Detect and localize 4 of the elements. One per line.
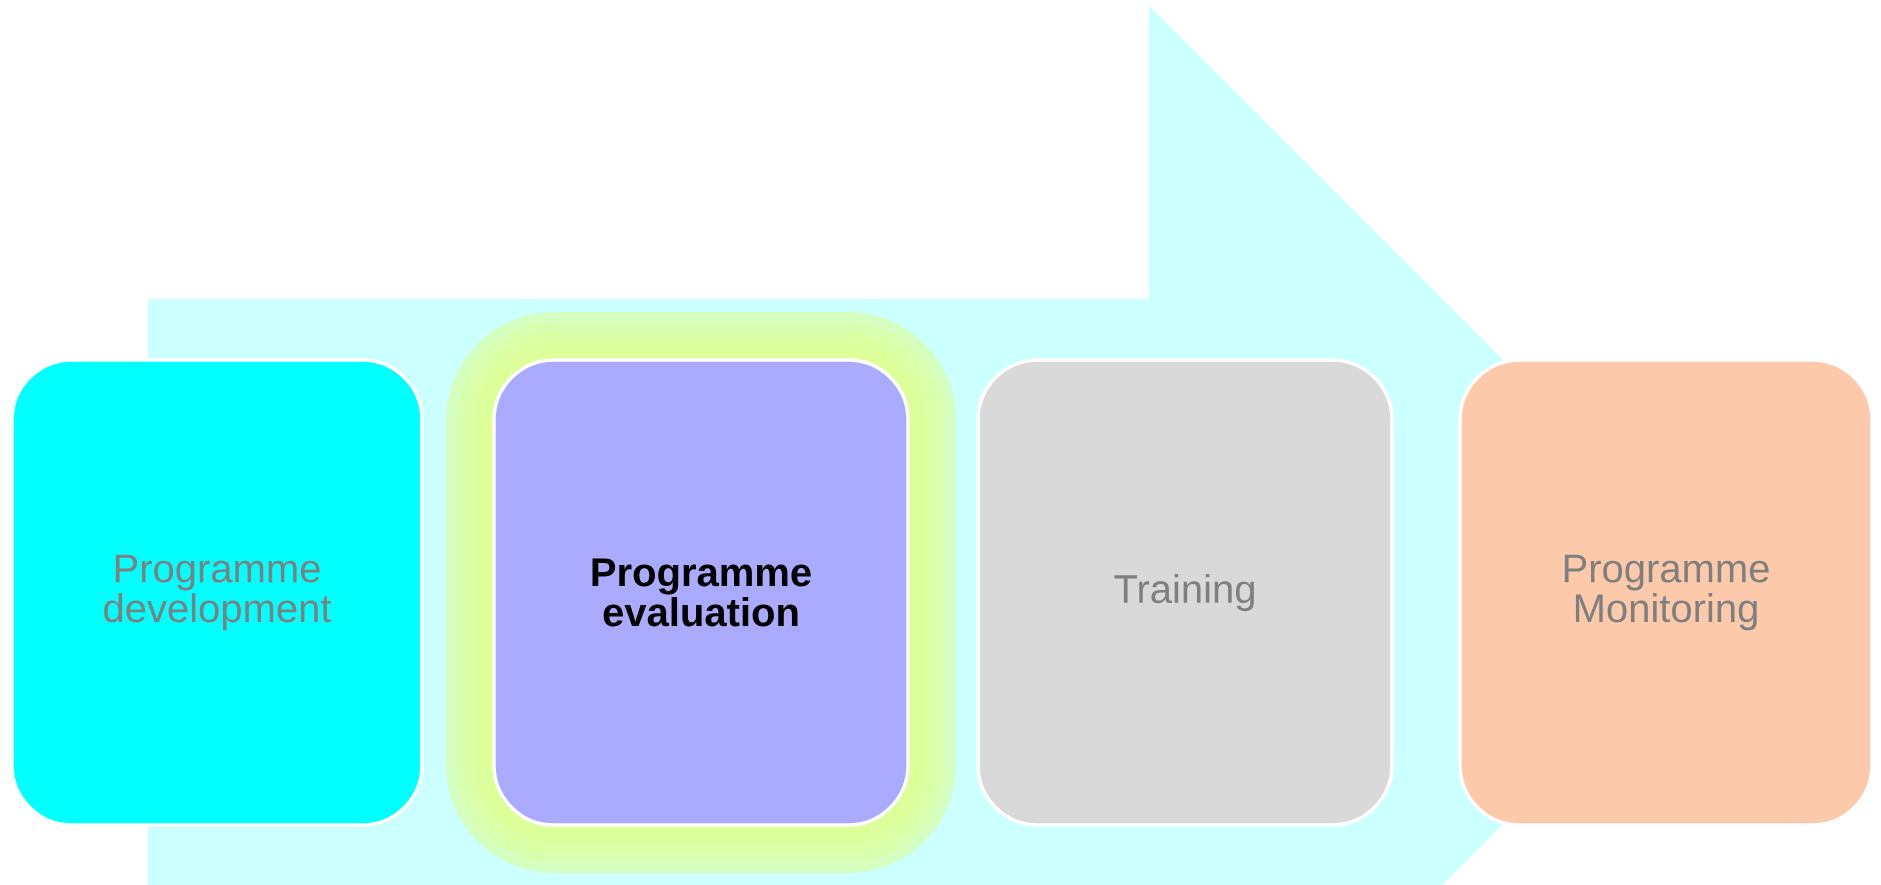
process-box: Programme Monitoring: [1458, 358, 1874, 827]
process-box: Programme development: [10, 358, 424, 827]
process-box: Programme evaluation: [492, 358, 910, 827]
process-box: Training: [976, 358, 1394, 827]
